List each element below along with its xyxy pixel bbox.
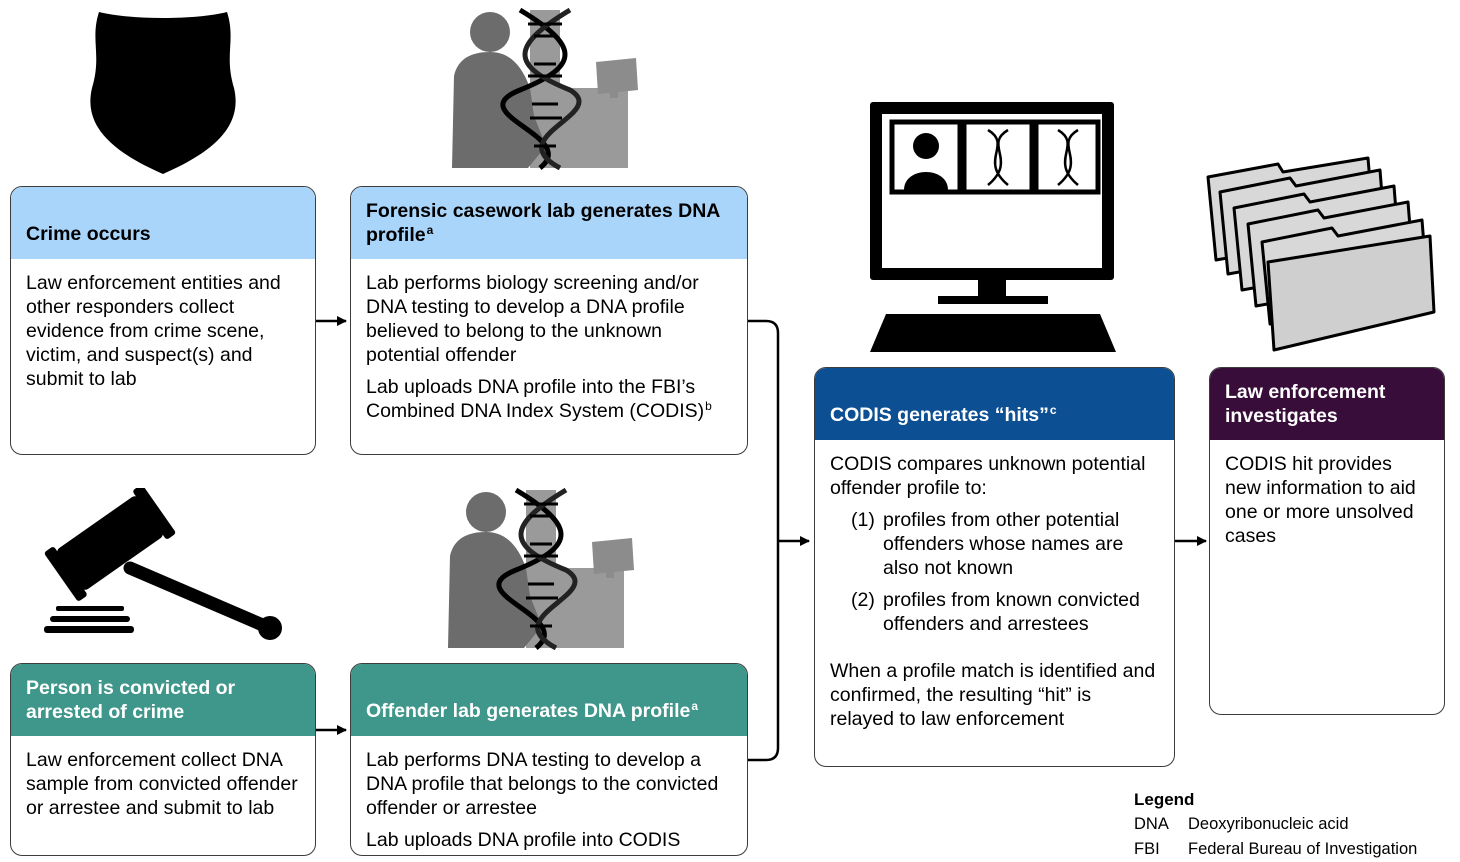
- computer-monitor-icon: [870, 102, 1116, 352]
- box-title: Person is convicted or arrested of crime: [26, 677, 236, 723]
- footnote-marker: a: [691, 698, 699, 713]
- box-text: Lab performs biology screening and/or DN…: [366, 272, 699, 366]
- lab-technician-dna-icon: [448, 487, 634, 650]
- box-text: When a profile match is identified and c…: [830, 660, 1156, 730]
- box-title: CODIS generates “hits”c: [830, 402, 1057, 427]
- list-item: (2) profiles from known convicted offend…: [851, 589, 1140, 635]
- box-text: Lab performs DNA testing to develop a DN…: [366, 749, 719, 819]
- offender-lab-box: Offender lab generates DNA profilea Lab …: [350, 663, 748, 856]
- comparison-list: (1) profiles from other potential offend…: [830, 508, 1159, 636]
- crime-occurs-box: Crime occurs Law enforcement entities an…: [10, 186, 316, 455]
- box-text: Law enforcement collect DNA sample from …: [26, 749, 298, 819]
- police-badge-icon: [90, 12, 236, 174]
- legend-entry: DNA Deoxyribonucleic acid: [1134, 815, 1349, 833]
- lab-technician-dna-icon: [452, 7, 638, 170]
- box-text: Lab uploads DNA profile into the FBI’s C…: [366, 376, 712, 422]
- gavel-icon: [44, 488, 282, 640]
- law-enforcement-investigates-box: Law enforcement investigates CODIS hit p…: [1209, 367, 1445, 715]
- file-folders-icon: [1206, 156, 1436, 352]
- box-text: CODIS compares unknown potential offende…: [830, 453, 1146, 499]
- box-title: Crime occurs: [26, 223, 151, 245]
- box-title: Forensic casework lab generates DNA prof…: [366, 200, 720, 246]
- footnote-marker: b: [705, 398, 712, 413]
- footnote-marker: a: [426, 222, 434, 237]
- box-text: Law enforcement entities and other respo…: [26, 272, 281, 390]
- convicted-box: Person is convicted or arrested of crime…: [10, 663, 316, 856]
- box-title: Law enforcement investigates: [1225, 381, 1386, 427]
- codis-hits-box: CODIS generates “hits”c CODIS compares u…: [814, 367, 1175, 767]
- footnote-marker: c: [1049, 402, 1057, 417]
- list-item: (1) profiles from other potential offend…: [851, 509, 1124, 579]
- legend-title: Legend: [1134, 790, 1195, 809]
- box-title: Offender lab generates DNA profilea: [366, 698, 699, 723]
- forensic-lab-box: Forensic casework lab generates DNA prof…: [350, 186, 748, 455]
- legend-entry: FBI Federal Bureau of Investigation: [1134, 840, 1418, 858]
- box-text: Lab uploads DNA profile into CODIS: [366, 829, 681, 851]
- box-text: CODIS hit provides new information to ai…: [1225, 453, 1416, 547]
- legend: Legend DNA Deoxyribonucleic acid FBI Fed…: [1134, 787, 1417, 862]
